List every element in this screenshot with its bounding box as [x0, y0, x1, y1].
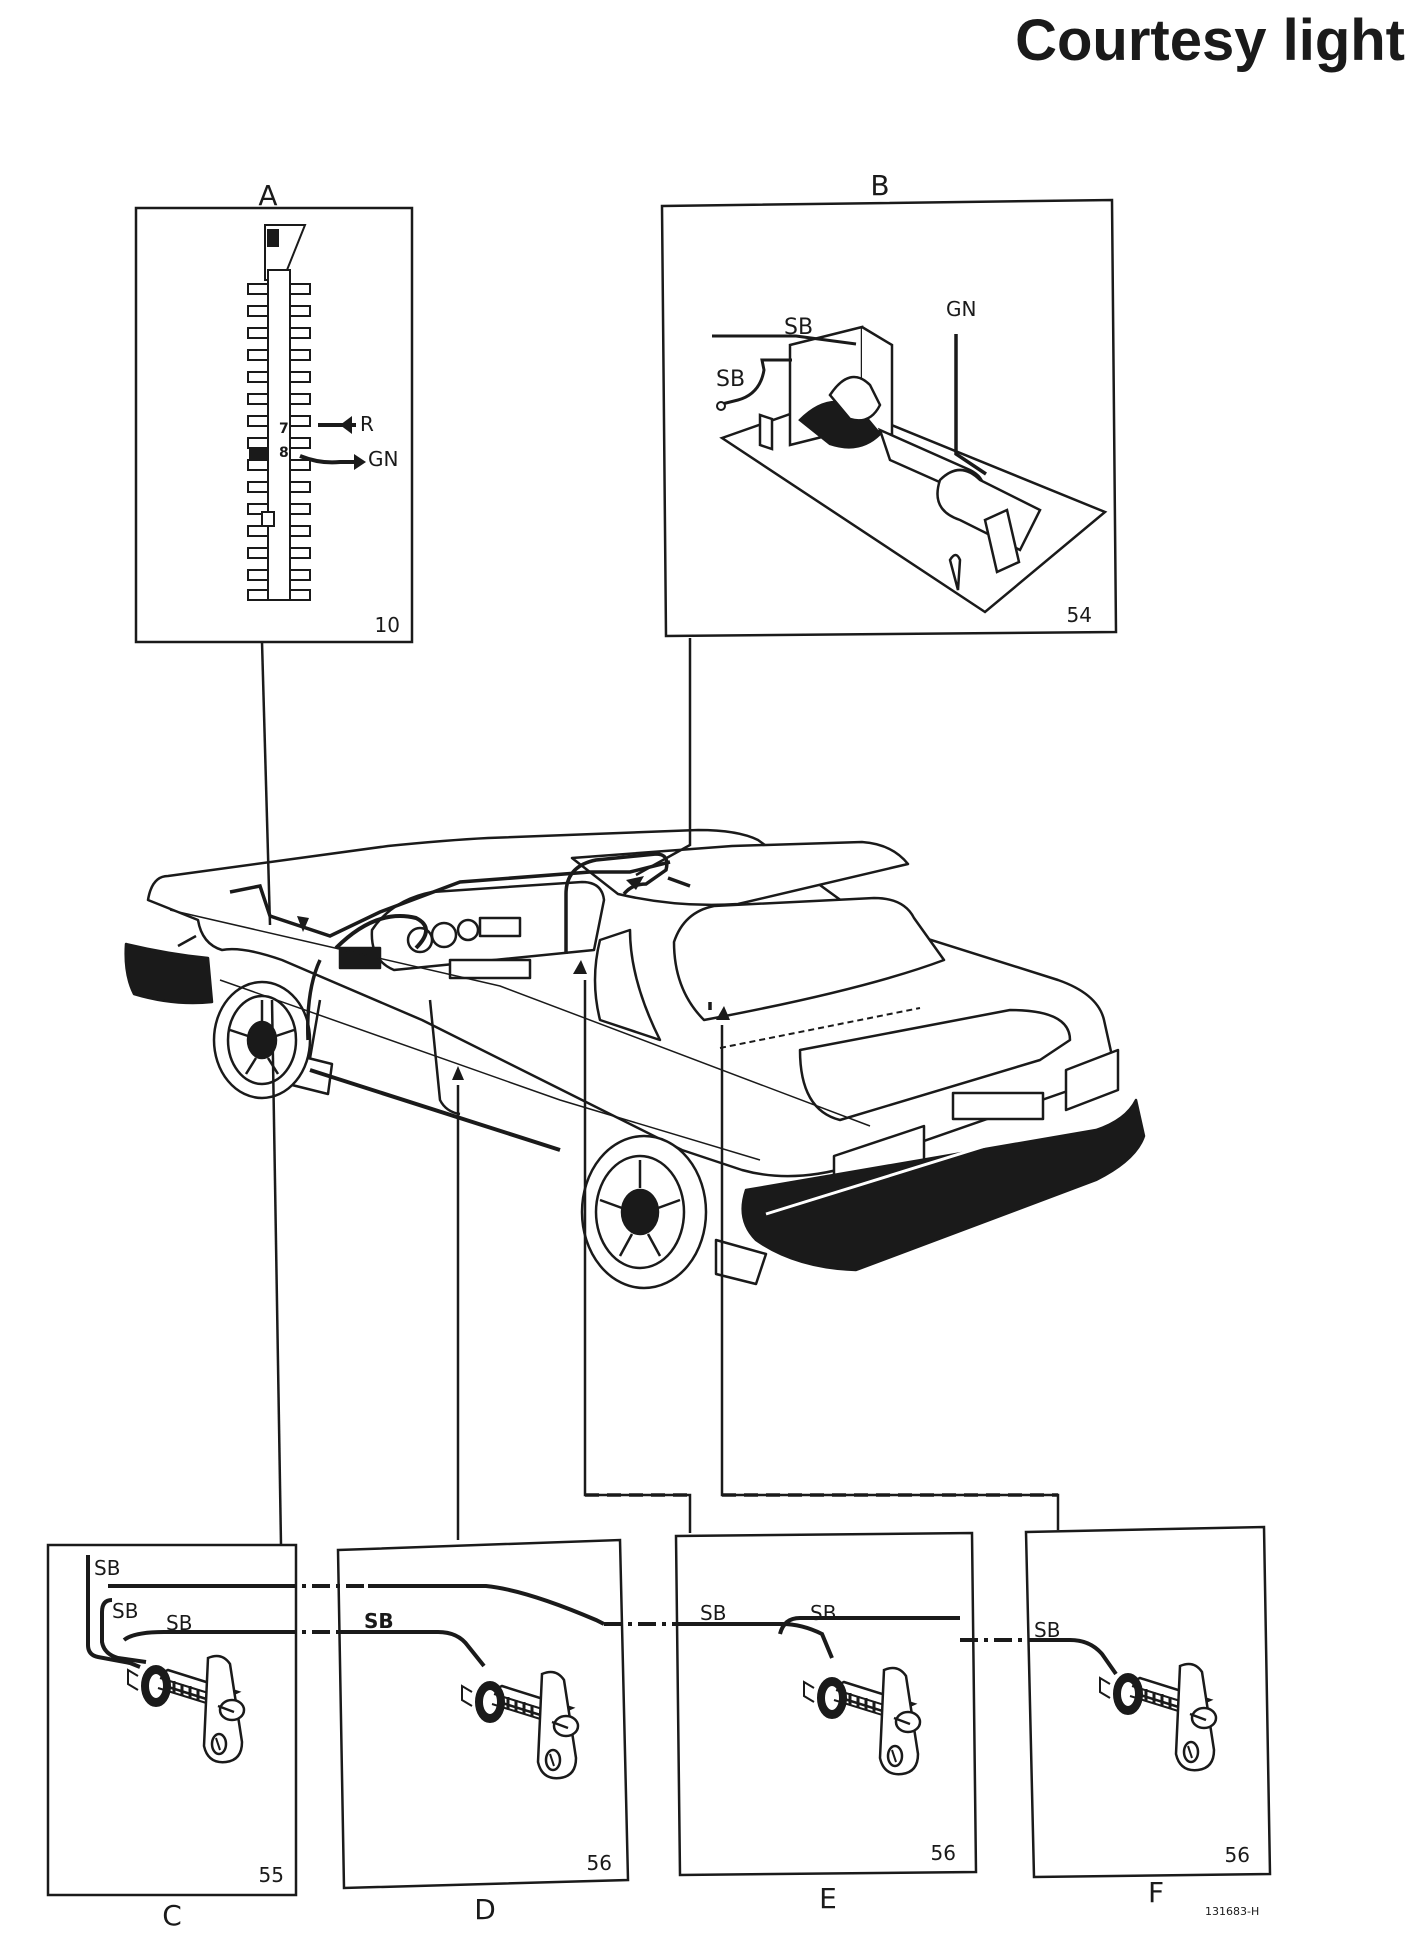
wire-sb-d: SB: [364, 1609, 394, 1633]
panel-d: D 56 SB: [336, 1538, 630, 1926]
panel-c: C 55 SB SB SB: [46, 1543, 298, 1932]
leader-lines: [260, 638, 1060, 1546]
door-switch-f: [1098, 1662, 1218, 1772]
wire-sb-c-2: SB: [112, 1599, 138, 1623]
wire-sb-e-1: SB: [700, 1601, 726, 1625]
panel-e-number: 56: [931, 1841, 956, 1865]
wire-r-label: R: [360, 412, 374, 436]
panel-f-letter: F: [1148, 1876, 1164, 1909]
door-switch-d: [460, 1670, 580, 1780]
terminal-block-illustration: [247, 224, 311, 601]
page-title: Courtesy light: [1015, 8, 1405, 73]
drawing-number: 131683-H: [1205, 1905, 1259, 1918]
wire-sb-label-1: SB: [784, 315, 813, 340]
panel-e: E 56 SB SB: [674, 1531, 978, 1915]
panel-c-number: 55: [259, 1863, 284, 1887]
door-switch-wiring: [86, 1555, 1118, 1676]
panel-d-letter: D: [474, 1893, 496, 1926]
panel-f: F 56 SB: [1024, 1525, 1272, 1909]
wire-gn-label: GN: [368, 447, 398, 471]
interior-lamp-illustration: [719, 325, 1108, 614]
wire-sb-label-2: SB: [716, 367, 745, 392]
panel-a-letter: A: [258, 179, 277, 212]
leader-arrows: [297, 876, 730, 1080]
pin-8-label: 8: [279, 445, 289, 461]
panel-c-letter: C: [162, 1899, 182, 1932]
pin-7-label: 7: [279, 421, 289, 437]
car-illustration: [124, 828, 1146, 1290]
panel-f-number: 56: [1225, 1843, 1250, 1867]
wire-sb-e-2: SB: [810, 1601, 836, 1625]
panel-a-number: 10: [375, 613, 400, 637]
door-switch-c: [126, 1654, 246, 1764]
panel-d-number: 56: [587, 1851, 612, 1875]
door-switch-e: [802, 1666, 922, 1776]
panel-b: B SB SB GN 54: [660, 169, 1118, 638]
panel-e-letter: E: [819, 1882, 837, 1915]
panel-a: A: [134, 179, 414, 644]
wire-sb-c-1: SB: [94, 1556, 120, 1580]
panel-b-number: 54: [1067, 603, 1092, 627]
wire-gn-label-b: GN: [946, 297, 976, 321]
panel-b-letter: B: [870, 169, 889, 202]
